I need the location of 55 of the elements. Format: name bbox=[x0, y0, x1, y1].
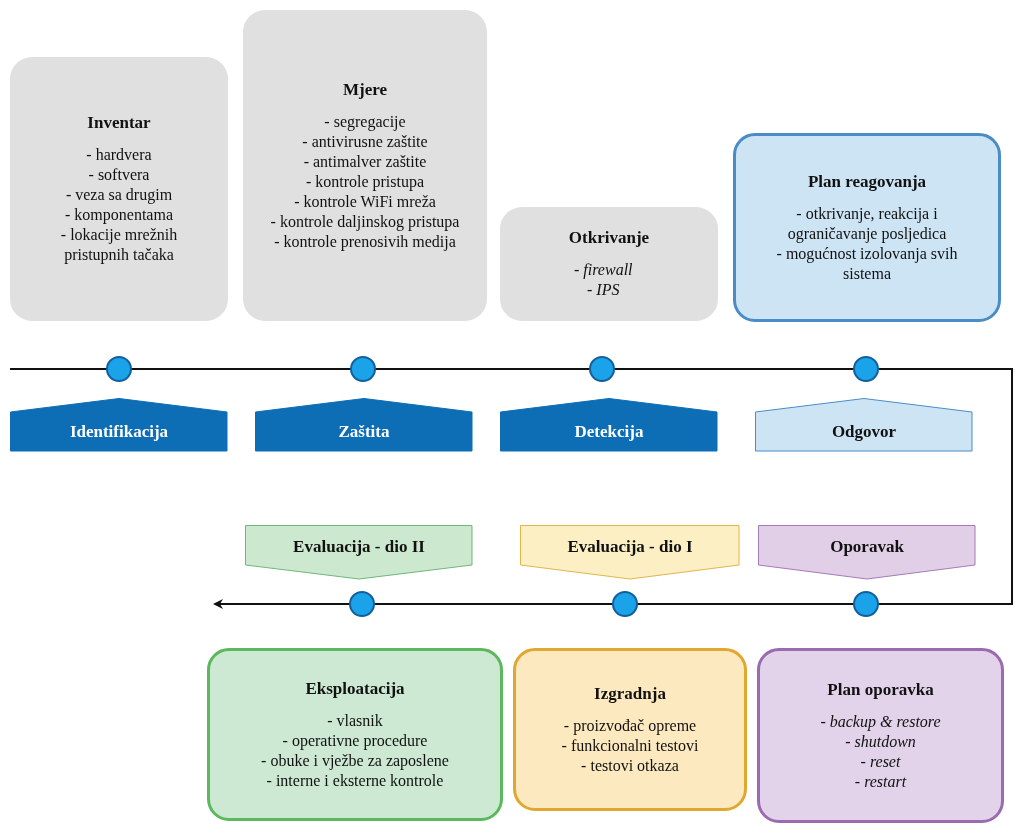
phase-card bbox=[10, 57, 228, 321]
card-heading: Plan reagovanja bbox=[806, 171, 928, 192]
list-item: - komponentama bbox=[64, 205, 174, 225]
phase-card bbox=[207, 648, 503, 821]
card-heading: Izgradnja bbox=[593, 683, 667, 704]
list-item: - kontrole daljinskog pristupa bbox=[270, 211, 460, 232]
list-item: - otkrivanje, reakcija i ograničavanje posljedica bbox=[786, 203, 948, 244]
timeline-dot bbox=[612, 591, 638, 617]
phase-card bbox=[757, 648, 1004, 823]
list-item: - restart bbox=[853, 771, 908, 792]
list-item: - kontrole WiFi mreža bbox=[293, 191, 437, 212]
list-item: - reset bbox=[859, 751, 902, 772]
phase-label: Oporavak bbox=[829, 537, 905, 557]
list-item: - mogućnost izolovanja svih sistema bbox=[775, 243, 959, 284]
phase-label: Identifikacija bbox=[68, 422, 170, 442]
timeline-dot bbox=[853, 356, 879, 382]
phase-label: Evaluacija - dio I bbox=[566, 537, 694, 557]
list-item: - lokacije mrežnih pristupnih tačaka bbox=[59, 225, 179, 265]
phase-label: Odgovor bbox=[830, 422, 898, 442]
list-item: - operativne procedure bbox=[281, 730, 429, 751]
phase-card bbox=[243, 10, 487, 321]
list-item: - veza sa drugim bbox=[64, 185, 174, 205]
phase-label: Zaštita bbox=[337, 422, 391, 442]
list-item: - kontrole pristupa bbox=[304, 171, 426, 192]
list-item: - vlasnik bbox=[326, 710, 384, 731]
timeline-dot bbox=[853, 591, 879, 617]
card-heading: Plan oporavka bbox=[826, 679, 935, 700]
list-item: - antimalver zaštite bbox=[302, 151, 428, 172]
list-item: - firewall bbox=[574, 260, 633, 280]
list-item: - backup & restore bbox=[820, 711, 941, 732]
timeline-dot bbox=[589, 356, 615, 382]
list-item: - proizvođač opreme bbox=[562, 715, 698, 736]
list-item: - funkcionalni testovi bbox=[561, 735, 699, 756]
list-item: - antivirusne zaštite bbox=[301, 131, 429, 152]
phase-label: Detekcija bbox=[573, 422, 645, 442]
timeline-dot bbox=[349, 591, 375, 617]
list-item: - shutdown bbox=[844, 731, 917, 752]
card-heading: Otkrivanje bbox=[567, 228, 651, 248]
card-heading: Inventar bbox=[86, 113, 152, 133]
list-item: - obuke i vježbe za zaposlene bbox=[261, 750, 449, 771]
timeline-dot bbox=[106, 356, 132, 382]
list-item: - segregacije bbox=[323, 111, 407, 132]
list-item: - kontrole prenosivih medija bbox=[273, 231, 457, 252]
list-item: - interne i eksterne kontrole bbox=[265, 770, 445, 791]
list-item: - testovi otkaza bbox=[580, 755, 680, 776]
phase-card bbox=[513, 648, 747, 811]
phase-card bbox=[733, 133, 1001, 322]
list-item: - softvera bbox=[87, 165, 151, 185]
card-heading: Mjere bbox=[341, 79, 388, 100]
list-item: - IPS bbox=[586, 280, 621, 300]
timeline-dot bbox=[350, 356, 376, 382]
phase-card bbox=[500, 207, 718, 321]
card-heading: Eksploatacija bbox=[304, 678, 406, 699]
phase-label: Evaluacija - dio II bbox=[292, 537, 426, 557]
list-item: - hardvera bbox=[85, 145, 153, 165]
